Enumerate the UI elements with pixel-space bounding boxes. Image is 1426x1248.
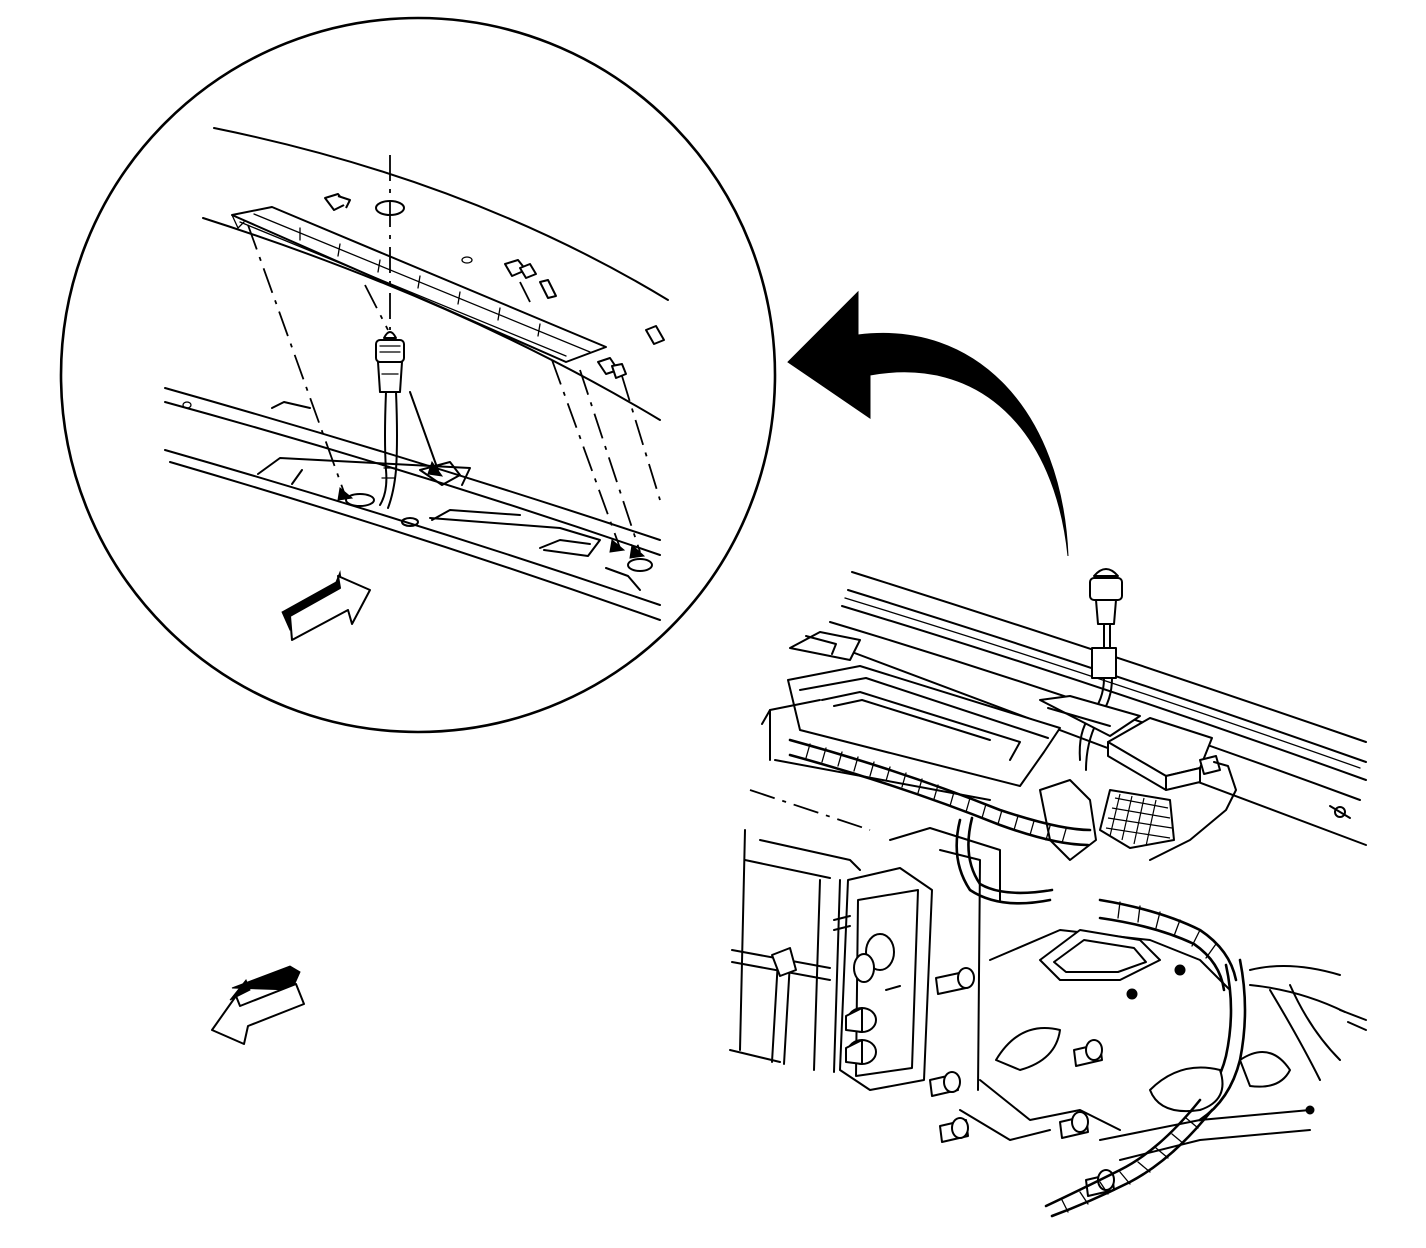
defroster-grille [231,206,607,363]
windshield-edge-line [213,127,669,301]
sunload-sensor [375,331,405,509]
heater-core-plate [833,867,933,1091]
dash-top-edge [202,217,661,421]
mounting-studs [929,967,1115,1197]
dash-panel-edge [164,387,661,541]
detail-view [59,16,777,734]
guide-line [247,224,346,496]
retainer-clips [324,193,665,379]
blower-housing [729,829,861,1073]
sunload-sensor-installed [1078,568,1123,771]
hvac-module-assembly [729,568,1367,1218]
detail-magnifier-circle [59,16,777,734]
vehicle-front-arrow [211,965,305,1045]
control-module [1107,717,1237,861]
curved-callout-arrow [787,290,1069,557]
hvac-case [889,827,1311,1161]
electrical-connector-block [1039,779,1175,861]
view-direction-arrow [281,570,371,641]
